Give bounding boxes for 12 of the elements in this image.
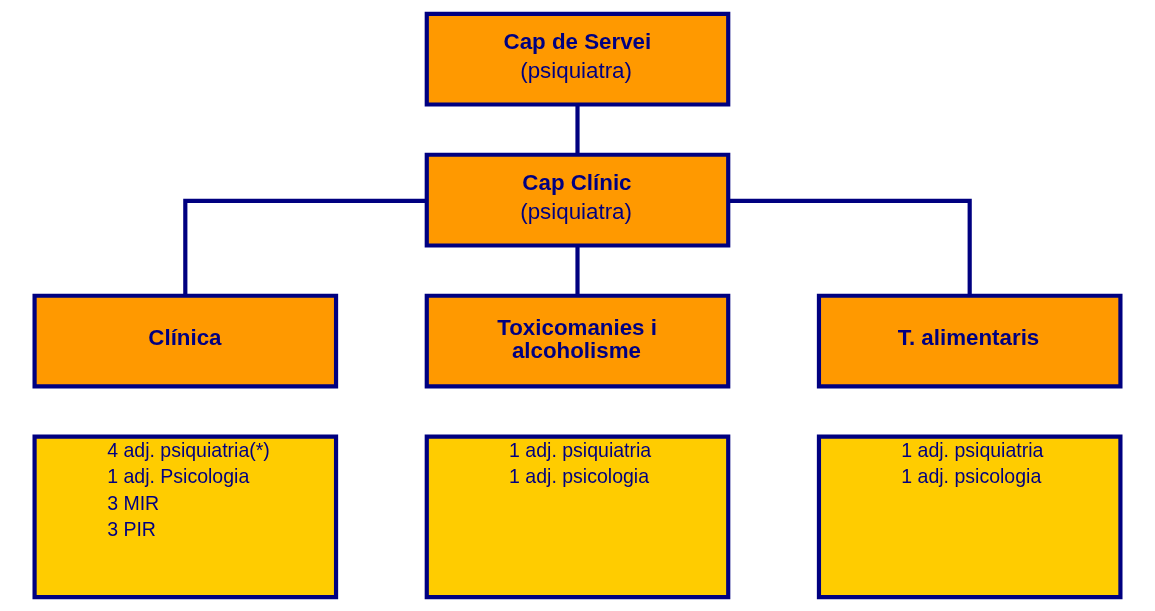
- node-box: 4 adj. psiquiatria(*) 1 adj. Psicologia 3 MIR 3 PIR: [32, 434, 339, 600]
- connector: [575, 245, 580, 296]
- node-box: 1 adj. psiquiatria 1 adj. psicologia: [424, 434, 731, 600]
- node-box: Cap Clínic (psiquiatra): [424, 152, 731, 248]
- node-box: Toxicomanies i alcoholisme: [424, 293, 731, 389]
- connector: [183, 198, 427, 296]
- node-box: Clínica: [32, 293, 339, 389]
- connector: [728, 198, 972, 296]
- connector: [575, 104, 580, 155]
- node-box: T. alimentaris: [816, 293, 1123, 389]
- node-box: 1 adj. psiquiatria 1 adj. psicologia: [816, 434, 1123, 600]
- node-box: Cap de Servei (psiquiatra): [424, 11, 731, 107]
